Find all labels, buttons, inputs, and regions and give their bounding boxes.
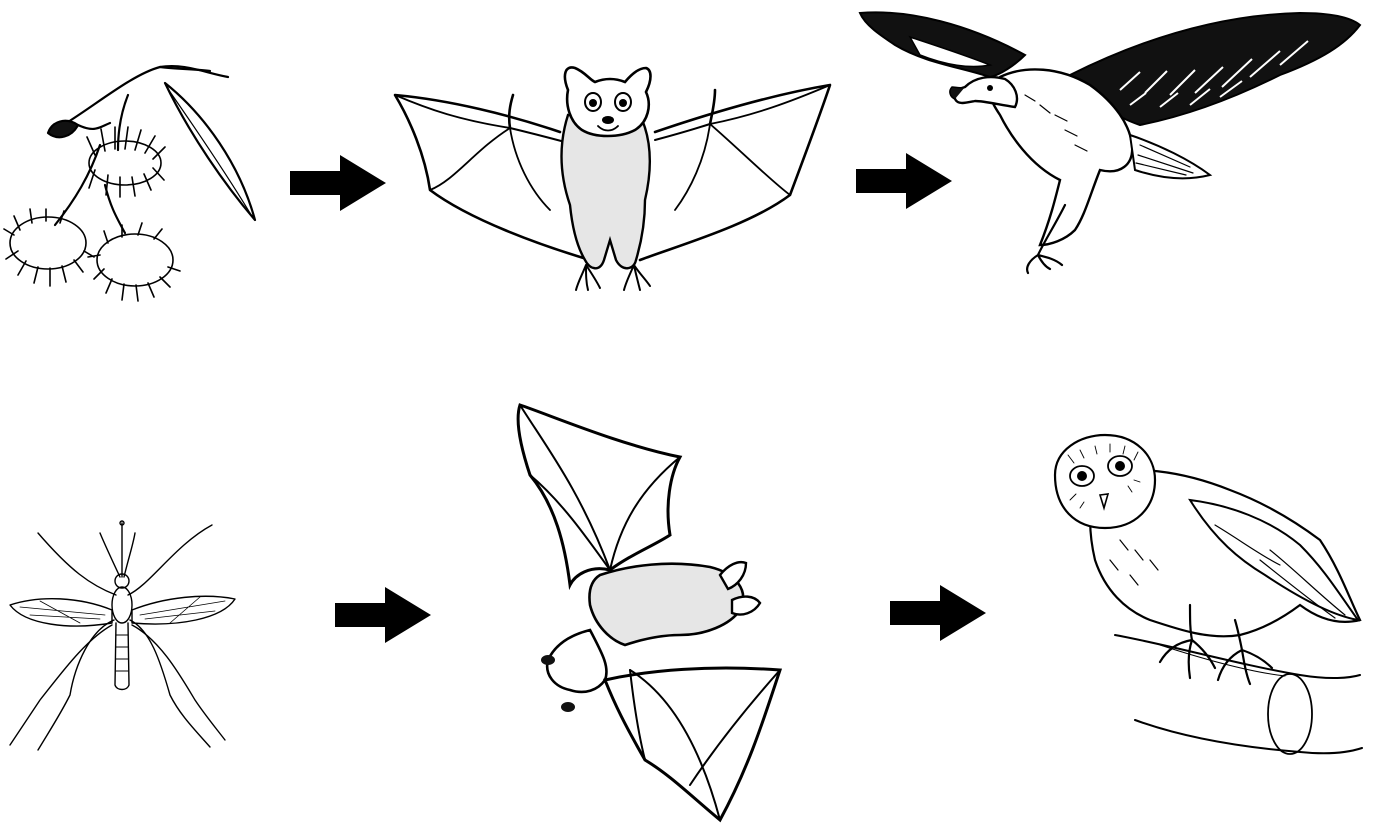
arrow-right-icon	[290, 155, 390, 211]
eagle-icon	[850, 5, 1370, 275]
arrow-right-icon	[890, 585, 990, 641]
fruit-bat-icon	[390, 60, 840, 300]
eucalyptus-flower-icon	[0, 55, 270, 305]
mosquito-icon	[0, 515, 245, 760]
microbat-icon	[510, 395, 800, 830]
owl-icon	[1040, 430, 1370, 770]
arrow-right-icon	[335, 587, 435, 643]
